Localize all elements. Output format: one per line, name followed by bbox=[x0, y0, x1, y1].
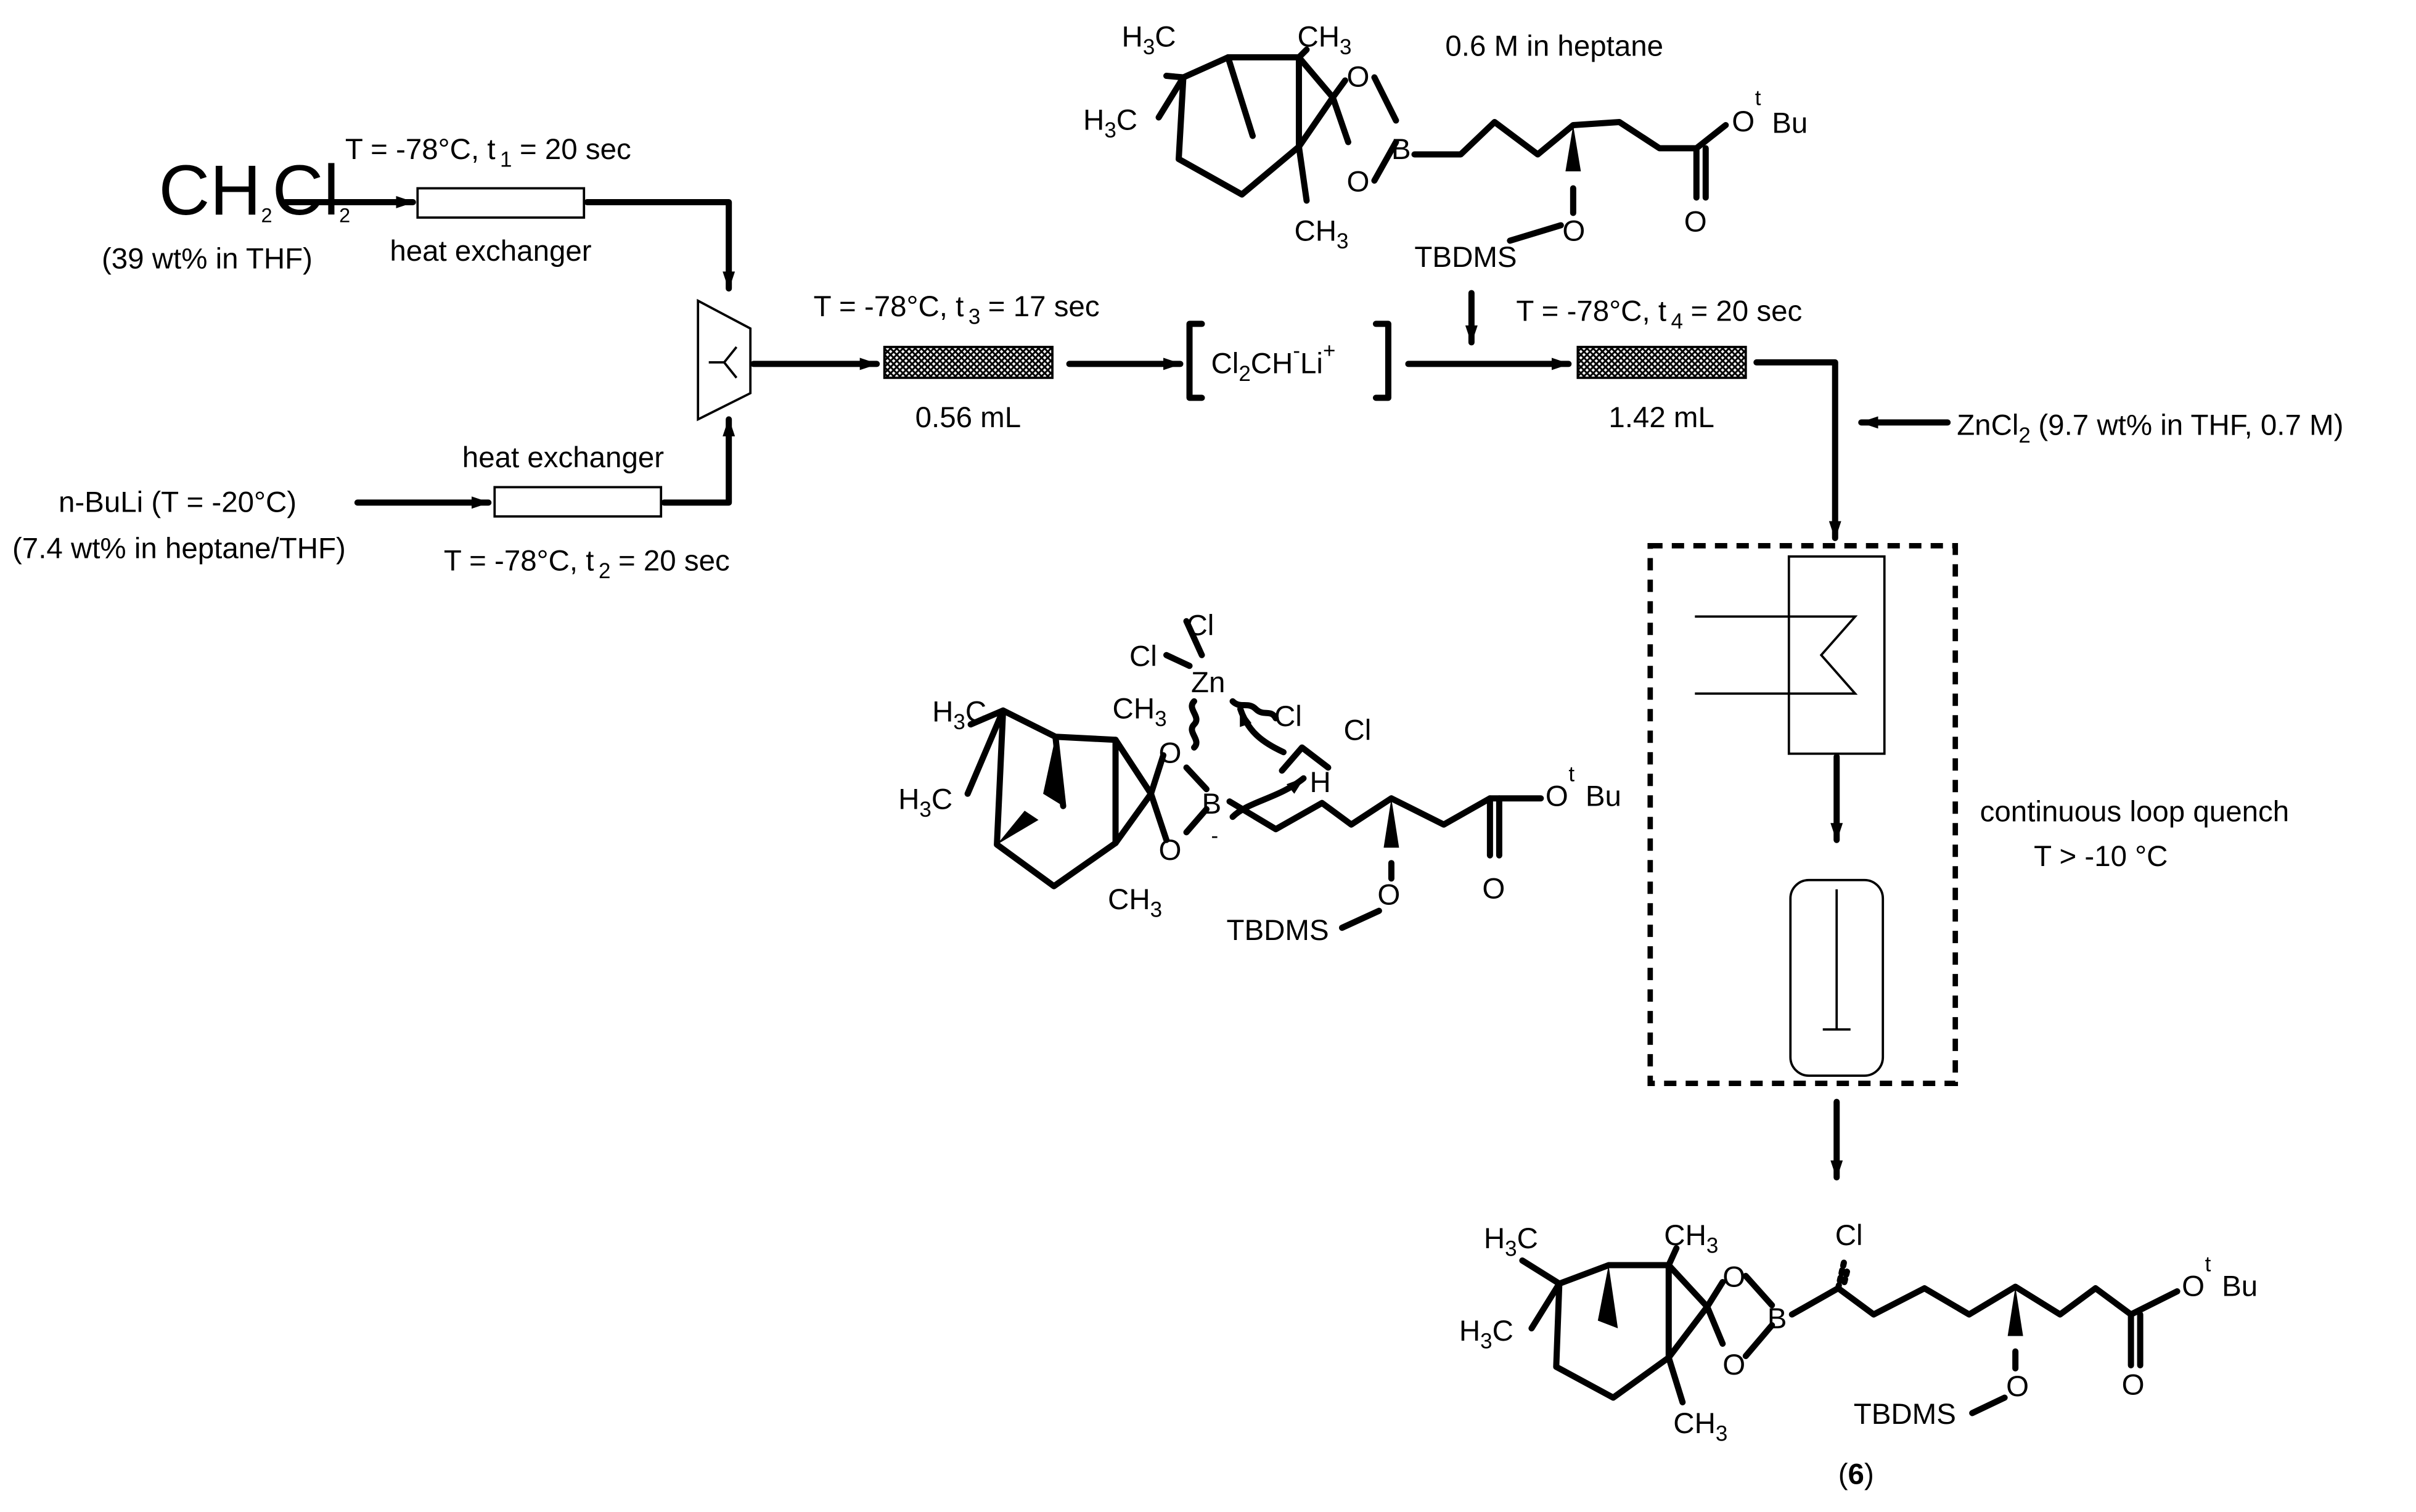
atom-tbdms: TBDMS bbox=[1414, 241, 1517, 274]
atom-tbdms-2: TBDMS bbox=[1226, 914, 1329, 947]
nbuli-concentration: (7.4 wt% in heptane/THF) bbox=[12, 532, 346, 565]
atom-bu-2: Bu bbox=[1586, 780, 1621, 813]
reactor1-packed-bed bbox=[883, 346, 1054, 379]
atom-h3c-4: H3C bbox=[898, 783, 952, 822]
boronate-ester-reagent: 0.6 M in heptane H3C H3C CH3 CH3 O O B O bbox=[1083, 21, 1808, 274]
quench-label-line1: continuous loop quench bbox=[1980, 796, 2289, 828]
atom-ch3-1: CH3 bbox=[1297, 21, 1351, 59]
nbuli-feed: n-BuLi (T = -20°C) (7.4 wt% in heptane/T… bbox=[12, 486, 346, 565]
carbenoid-intermediate: Cl2CH-Li+ bbox=[1186, 321, 1391, 401]
atom-h3c-3: H3C bbox=[932, 695, 986, 734]
atom-cl-zn-2: Cl bbox=[1129, 640, 1157, 672]
atom-ch3-2: CH3 bbox=[1294, 215, 1348, 253]
atom-o-ester-2: O bbox=[1546, 780, 1568, 813]
atom-h3c-2: H3C bbox=[1083, 104, 1137, 142]
atom-b-charge: - bbox=[1211, 824, 1218, 848]
mixer-icon bbox=[697, 298, 752, 422]
atom-ch3-6: CH3 bbox=[1673, 1407, 1727, 1445]
atom-o-5: O bbox=[1722, 1261, 1745, 1294]
atom-ch3-5: CH3 bbox=[1664, 1219, 1718, 1257]
atom-cl-c-1: Cl bbox=[1274, 700, 1302, 733]
atom-tbdms-3: TBDMS bbox=[1854, 1398, 1956, 1431]
ch2cl2-feed: CH2Cl2 (39 wt% in THF) bbox=[102, 151, 350, 275]
stirrer-icon bbox=[1822, 889, 1851, 1031]
atom-zn: Zn bbox=[1191, 666, 1225, 699]
atom-o-1: O bbox=[1346, 61, 1369, 94]
atom-o-3: O bbox=[1159, 737, 1182, 770]
atom-o-2: O bbox=[1346, 165, 1369, 198]
atom-t-3: t bbox=[2205, 1253, 2211, 1277]
hx1-box bbox=[416, 187, 586, 219]
atom-h3c-6: H3C bbox=[1459, 1315, 1513, 1353]
atom-b-product: B bbox=[1767, 1302, 1787, 1335]
atom-o-silyl: O bbox=[1562, 215, 1585, 247]
atom-t-2: t bbox=[1568, 762, 1574, 787]
atom-bu: Bu bbox=[1772, 107, 1808, 140]
atom-o-ester: O bbox=[1732, 105, 1755, 138]
quench-label-line2: T > -10 °C bbox=[2034, 840, 2168, 873]
boronate-concentration: 0.6 M in heptane bbox=[1445, 30, 1663, 63]
continuous-loop-quench: continuous loop quench T > -10 °C bbox=[1647, 542, 2289, 1086]
reactor2-packed-bed bbox=[1576, 346, 1747, 379]
quench-dashed-box bbox=[1647, 542, 1959, 1086]
atom-o-ester-3: O bbox=[2182, 1270, 2205, 1303]
atom-o-carbonyl-2: O bbox=[1482, 873, 1505, 905]
product-6: Cl H3C H3C CH3 CH3 O O B O t Bu O O TBDM… bbox=[1459, 1219, 2258, 1490]
atom-h3c-5: H3C bbox=[1484, 1222, 1538, 1261]
intermediate-formula: Cl2CH-Li+ bbox=[1211, 338, 1335, 385]
atom-o-carbonyl-3: O bbox=[2122, 1368, 2145, 1401]
loop-reactor-lines bbox=[1695, 615, 1858, 695]
atom-h: H bbox=[1309, 766, 1330, 799]
atom-t: t bbox=[1755, 86, 1761, 110]
loop-reactor-box bbox=[1787, 555, 1886, 755]
arrow-hx1-to-mixer bbox=[584, 198, 735, 292]
nbuli-label: n-BuLi (T = -20°C) bbox=[59, 486, 297, 518]
hx2-box bbox=[493, 486, 663, 518]
atom-o-4: O bbox=[1159, 834, 1182, 867]
atom-cl-zn-1: Cl bbox=[1187, 609, 1214, 642]
ch2cl2-formula: CH2Cl2 bbox=[158, 151, 350, 230]
zncl2-feed-label: ZnCl2(9.7 wt% in THF, 0.7 M) bbox=[1957, 409, 2343, 447]
atom-o-6: O bbox=[1722, 1349, 1745, 1381]
hx1-label: heat exchanger bbox=[390, 235, 591, 268]
arrow-hx2-to-mixer bbox=[661, 416, 735, 506]
atom-o-silyl-3: O bbox=[2006, 1370, 2029, 1403]
atom-b: B bbox=[1391, 133, 1411, 166]
compound-number-label: (6) bbox=[1838, 1458, 1874, 1490]
reactor2-volume: 1.42 mL bbox=[1608, 401, 1714, 434]
reactor1-volume: 0.56 mL bbox=[915, 401, 1022, 434]
ch2cl2-concentration: (39 wt% in THF) bbox=[102, 242, 313, 275]
atom-cl-c-2: Cl bbox=[1343, 714, 1371, 746]
zinc-ate-complex: Cl Cl Zn H3C H3C CH3 CH3 O O B - Cl Cl H… bbox=[898, 609, 1621, 947]
atom-b-ate: B bbox=[1202, 788, 1222, 820]
atom-bu-3: Bu bbox=[2222, 1270, 2258, 1303]
arrow-reactor2-to-quench bbox=[1753, 359, 1841, 541]
hx2-label: heat exchanger bbox=[462, 441, 664, 474]
atom-cl-product: Cl bbox=[1835, 1219, 1863, 1252]
atom-ch3-4: CH3 bbox=[1108, 883, 1162, 922]
atom-h3c-1: H3C bbox=[1122, 21, 1176, 59]
atom-o-silyl-2: O bbox=[1377, 879, 1400, 912]
atom-o-carbonyl: O bbox=[1684, 205, 1707, 238]
atom-ch3-3: CH3 bbox=[1113, 692, 1167, 730]
